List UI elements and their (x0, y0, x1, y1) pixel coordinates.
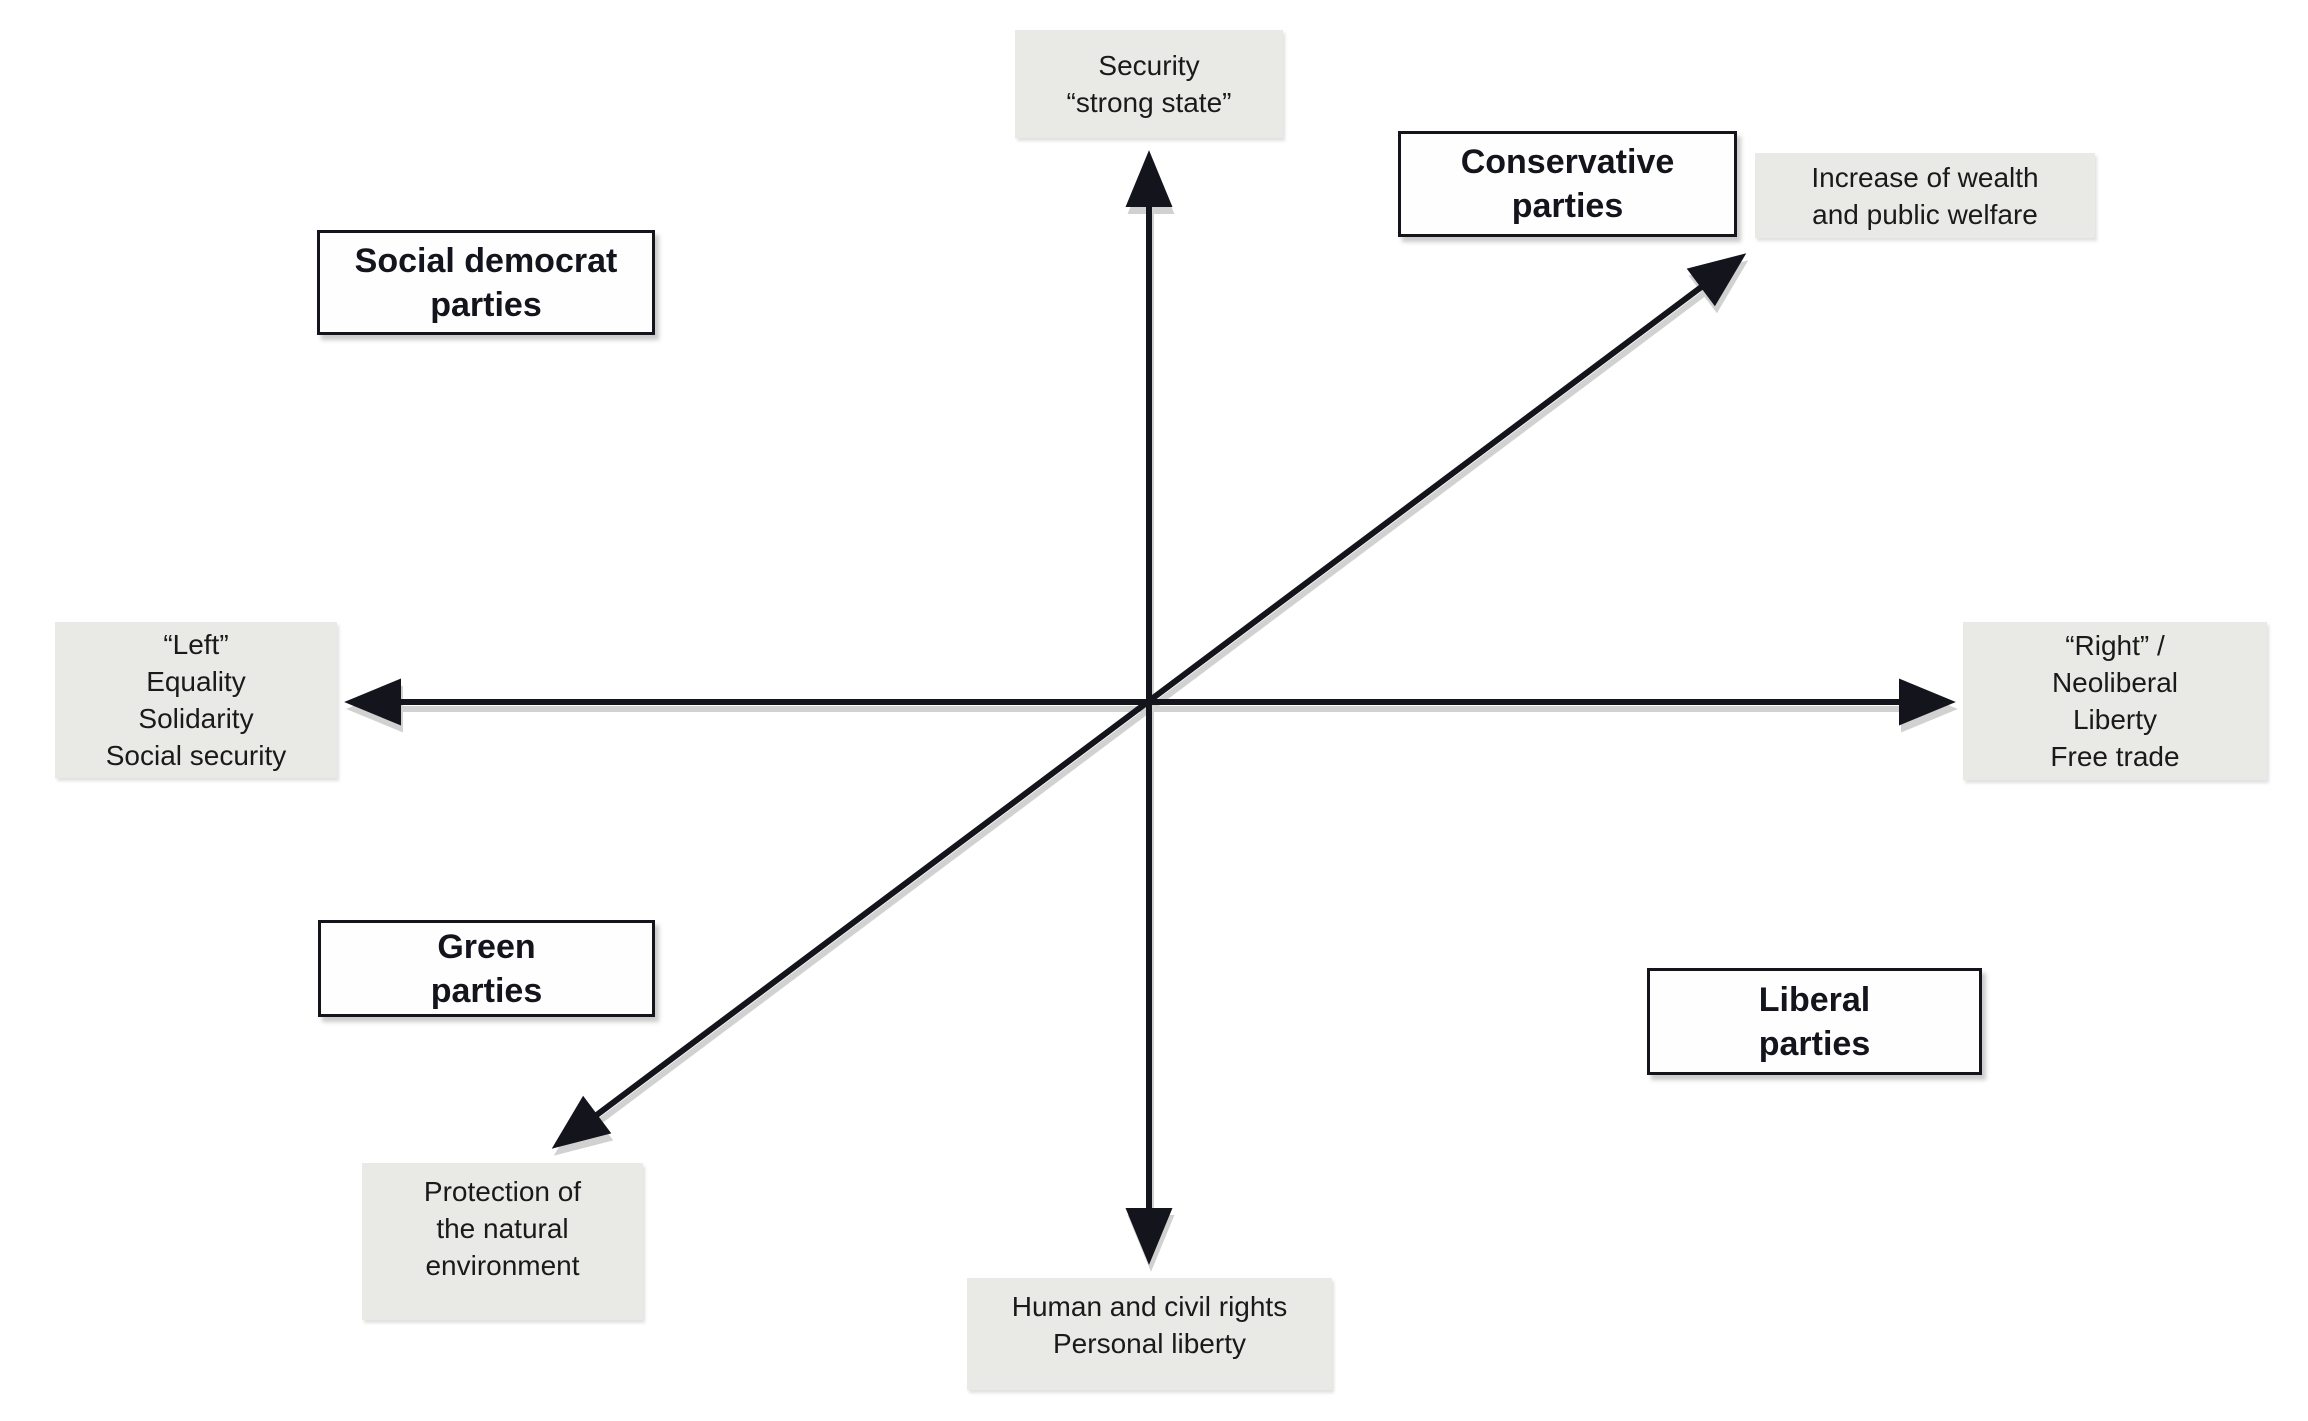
label-line: environment (425, 1250, 580, 1281)
label-line: Solidarity (138, 703, 254, 734)
party-label-conservative: Conservative parties (1398, 131, 1737, 237)
party-label-green: Green parties (318, 920, 655, 1017)
party-label-liberal: Liberal parties (1647, 968, 1982, 1075)
label-line: parties (430, 971, 543, 1010)
party-label-social-democrat: Social democrat parties (317, 230, 655, 335)
label-line: parties (1511, 187, 1624, 225)
label-line: “Left” (163, 629, 229, 660)
axis-label-left: “Left” Equality Solidarity Social securi… (55, 622, 337, 778)
axis-label-civil-rights: Human and civil rights Personal liberty (967, 1278, 1332, 1390)
label-line: Liberal (1758, 980, 1871, 1019)
arrowhead-diagonal-top-right-icon (1686, 253, 1747, 307)
label-line: parties (430, 285, 542, 324)
label-line: parties (1758, 1024, 1871, 1063)
label-line: Green (437, 927, 536, 966)
axis-label-security: Security “strong state” (1015, 30, 1283, 138)
arrowhead-up-icon (1125, 150, 1173, 207)
label-line: Liberty (2072, 704, 2158, 735)
arrowhead-right-icon (1899, 678, 1956, 726)
label-line: the natural (436, 1213, 569, 1244)
label-line: Social security (105, 740, 287, 771)
label-line: Free trade (2050, 741, 2180, 772)
label-line: Increase of wealth (1811, 161, 2039, 193)
axis-label-right: “Right” / Neoliberal Liberty Free trade (1963, 622, 2267, 780)
label-line: Neoliberal (2051, 667, 2179, 698)
label-line: Conservative (1460, 143, 1675, 181)
axis-label-wealth: Increase of wealth and public welfare (1755, 153, 2095, 238)
label-line: “strong state” (1066, 87, 1232, 118)
label-line: Social democrat (354, 241, 618, 280)
arrowhead-left-icon (344, 678, 401, 726)
label-line: “Right” / (2065, 630, 2165, 661)
diagonal-axis-line (568, 264, 1730, 1138)
label-line: and public welfare (1812, 198, 2038, 230)
axis-label-environment: Protection of the natural environment (362, 1163, 643, 1320)
arrowhead-down-icon (1125, 1208, 1173, 1265)
label-line: Personal liberty (1053, 1328, 1246, 1359)
arrowhead-diagonal-bottom-left-icon (551, 1095, 612, 1149)
label-line: Protection of (423, 1176, 582, 1207)
label-line: Security (1098, 50, 1200, 81)
label-line: Human and civil rights (1011, 1291, 1288, 1322)
label-line: Equality (146, 666, 246, 697)
